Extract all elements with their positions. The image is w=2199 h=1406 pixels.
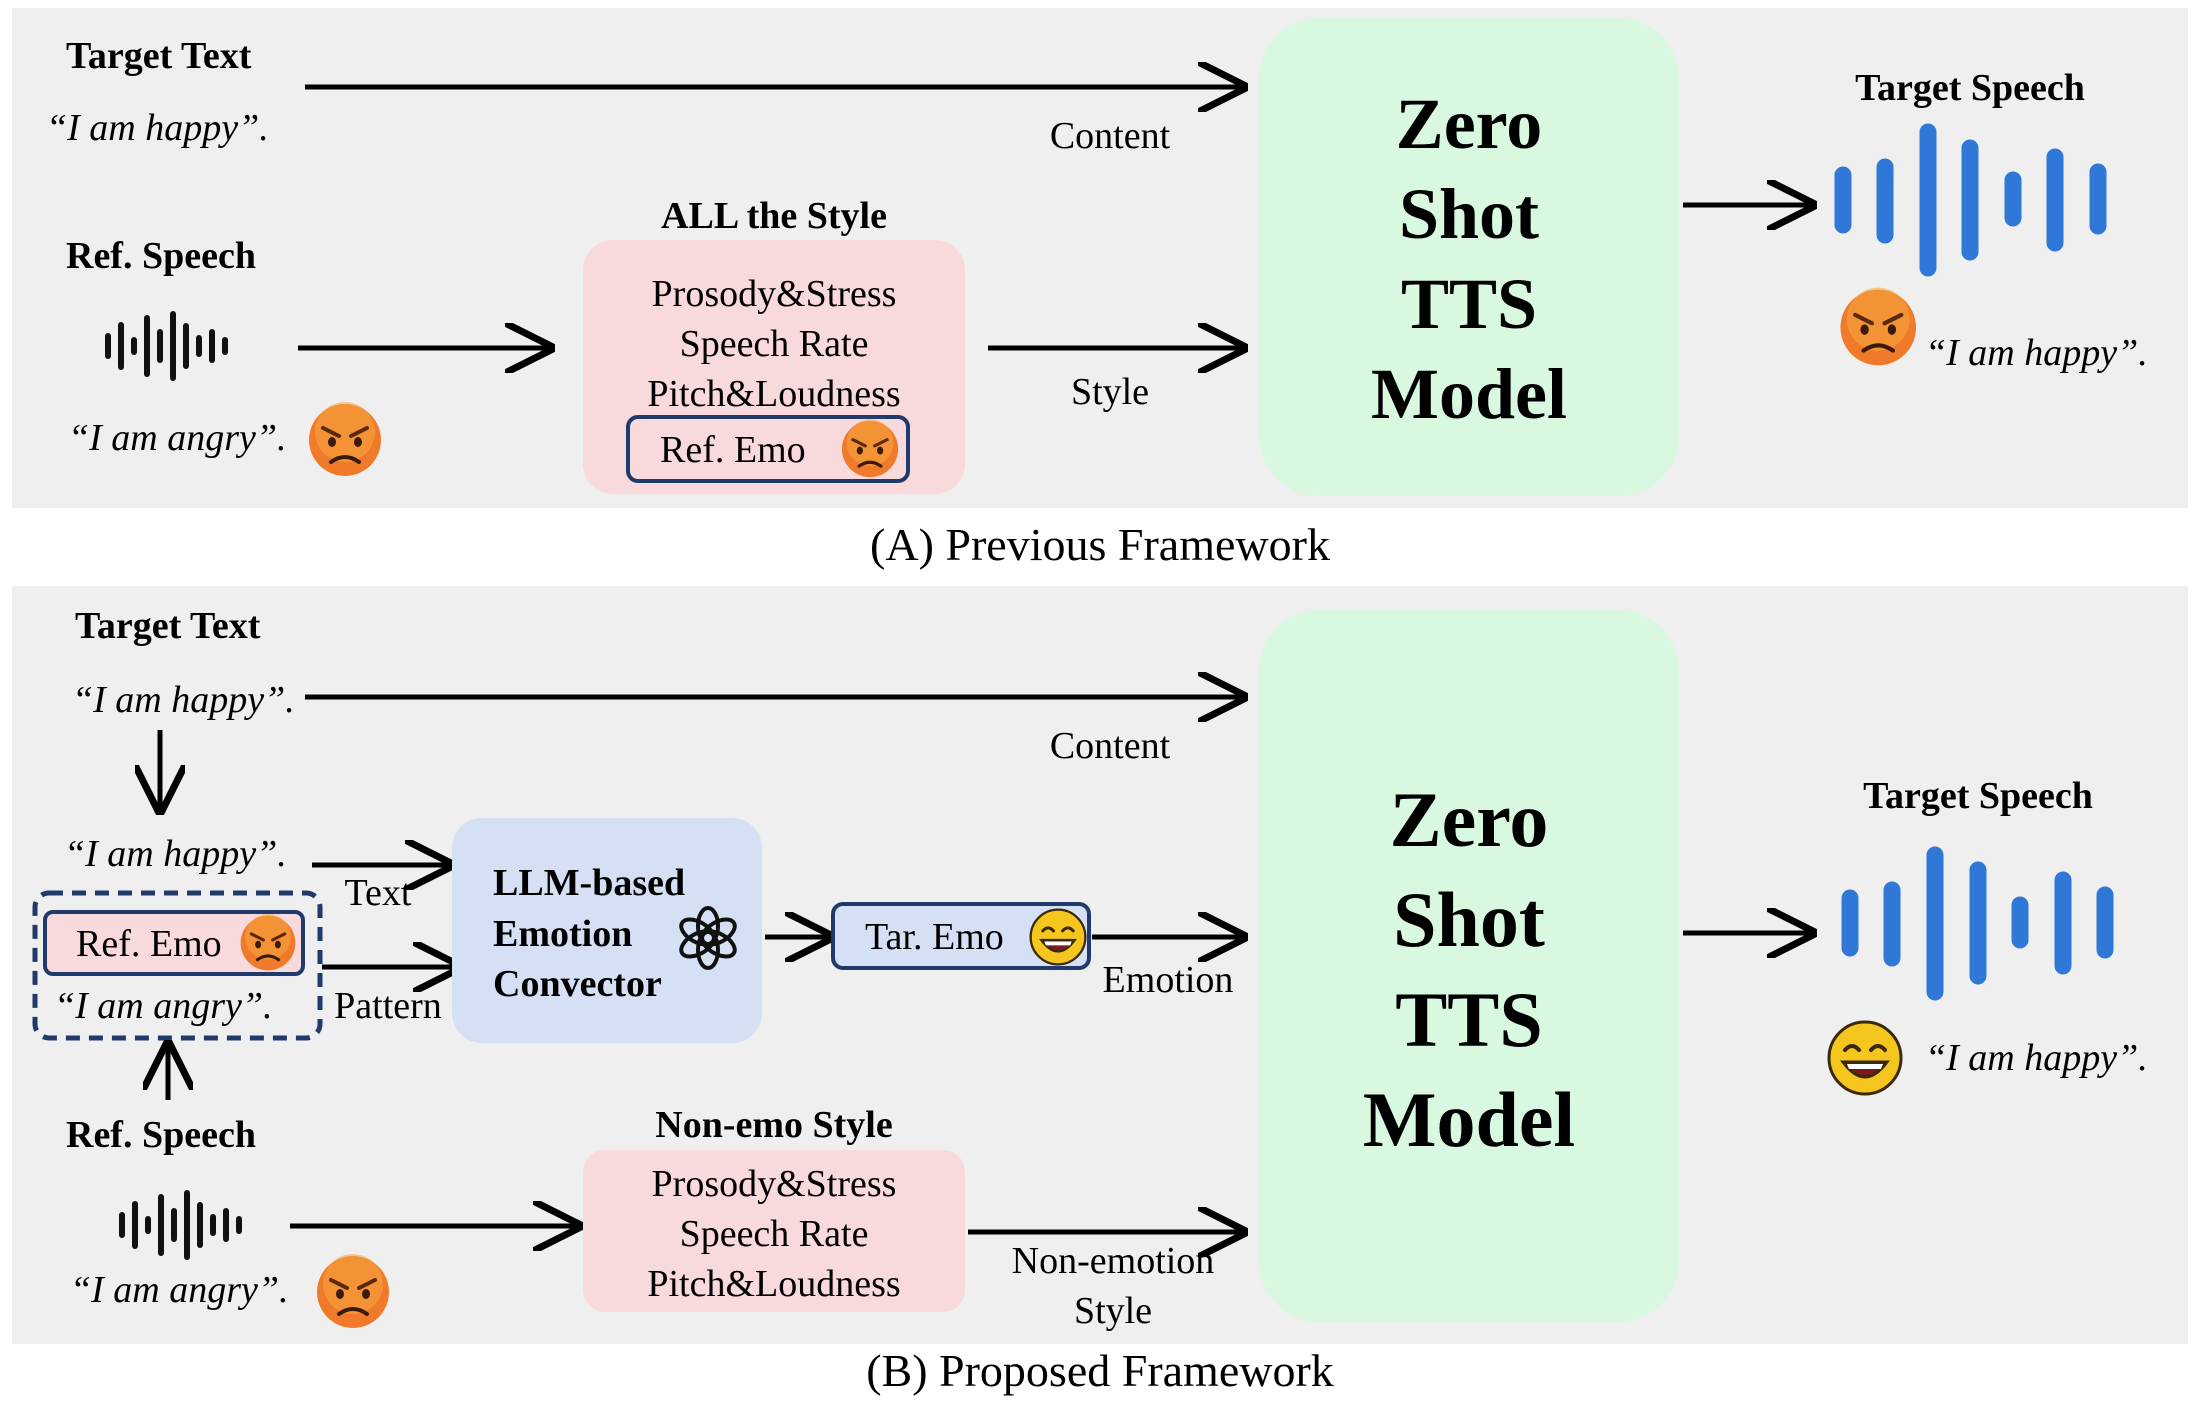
waveform-icon (1834, 123, 2107, 277)
panel-b-emotion-label: Emotion (1103, 959, 1234, 1001)
panel-a-style-line-3: Pitch&Loudness (647, 373, 900, 415)
panel-b-ref-speech-label: Ref. Speech (66, 1114, 256, 1156)
panel-a-tts-box (1259, 18, 1679, 496)
waveform-icon (105, 311, 228, 381)
happy-emoji-icon (1827, 1020, 1903, 1096)
llm-line-1: LLM-based (493, 862, 685, 904)
panel-b-pattern-label: Pattern (334, 985, 442, 1027)
panel-a-ref-speech-quote: “I am angry”. (68, 417, 287, 459)
panel-b-tts-line-4: Model (1363, 1076, 1575, 1163)
panel-b-non-emo-title: Non-emo Style (655, 1104, 892, 1146)
panel-b-target-speech-label: Target Speech (1863, 775, 2093, 817)
panel-a-style-box-title: ALL the Style (661, 195, 887, 237)
panel-b-target-text-quote: “I am happy”. (72, 679, 295, 721)
waveform-icon (119, 1190, 242, 1260)
llm-emotion-convector-box (452, 818, 762, 1043)
llm-line-3: Convector (493, 963, 662, 1005)
waveform-icon (1841, 846, 2114, 1001)
panel-a-content-label: Content (1050, 115, 1171, 157)
llm-line-2: Emotion (493, 913, 632, 955)
panel-b-target-text-label: Target Text (75, 605, 261, 647)
panel-a-ref-speech-label: Ref. Speech (66, 235, 256, 277)
panel-b-non-emo-line-2: Speech Rate (680, 1213, 869, 1255)
panel-a-tts-line-4: Model (1371, 354, 1567, 434)
panel-a-tts-line-1: Zero (1396, 84, 1543, 164)
panel-b-ref-emo-label: Ref. Emo (76, 923, 222, 965)
panel-b-angry-quote-inner: “I am angry”. (54, 985, 273, 1027)
panel-a-target-speech-label: Target Speech (1855, 67, 2085, 109)
panel-b-tts-line-1: Zero (1390, 776, 1549, 863)
panel-a-style-label: Style (1071, 371, 1149, 413)
panel-b-content-label: Content (1050, 725, 1171, 767)
panel-b-non-emo-line-3: Pitch&Loudness (647, 1263, 900, 1305)
panel-b-tts-box (1259, 610, 1679, 1322)
openai-logo-icon (679, 906, 737, 970)
panel-a-output-quote: “I am happy”. (1925, 332, 2148, 374)
panel-b-text-arrow-label: Text (345, 872, 412, 914)
panel-b-ref-speech-quote: “I am angry”. (70, 1269, 289, 1311)
panel-a-target-text-quote: “I am happy”. (46, 107, 269, 149)
panel-b-dashed-group (32, 890, 323, 1041)
panel-b-tar-emo-box (831, 902, 1091, 970)
panel-b-non-emo-box (583, 1150, 965, 1312)
panel-b-non-emotion-label-1: Non-emotion (1012, 1240, 1215, 1282)
panel-a-ref-emo-label: Ref. Emo (660, 429, 806, 471)
panel-a-tts-line-2: Shot (1399, 174, 1539, 254)
panel-b-output-quote: “I am happy”. (1925, 1037, 2148, 1079)
panel-a-tts-line-3: TTS (1401, 264, 1537, 344)
panel-a-style-line-2: Speech Rate (680, 323, 869, 365)
panel-a-target-text-label: Target Text (66, 35, 252, 77)
panel-b-tts-line-3: TTS (1395, 976, 1542, 1063)
panel-b-text-quote-2: “I am happy”. (64, 833, 287, 875)
panel-b-caption: (B) Proposed Framework (866, 1345, 1334, 1396)
panel-a-ref-emo-box (626, 415, 910, 483)
panel-b-ref-emo-box (43, 910, 305, 976)
panel-b-tts-line-2: Shot (1393, 876, 1545, 963)
panel-b-non-emotion-label-2: Style (1074, 1290, 1152, 1332)
panel-b-tar-emo-label: Tar. Emo (865, 916, 1004, 958)
panel-a-style-line-1: Prosody&Stress (652, 273, 897, 315)
happy-emoji-icon (1029, 908, 1087, 966)
panel-a-caption: (A) Previous Framework (870, 519, 1330, 570)
panel-b-non-emo-line-1: Prosody&Stress (652, 1163, 897, 1205)
